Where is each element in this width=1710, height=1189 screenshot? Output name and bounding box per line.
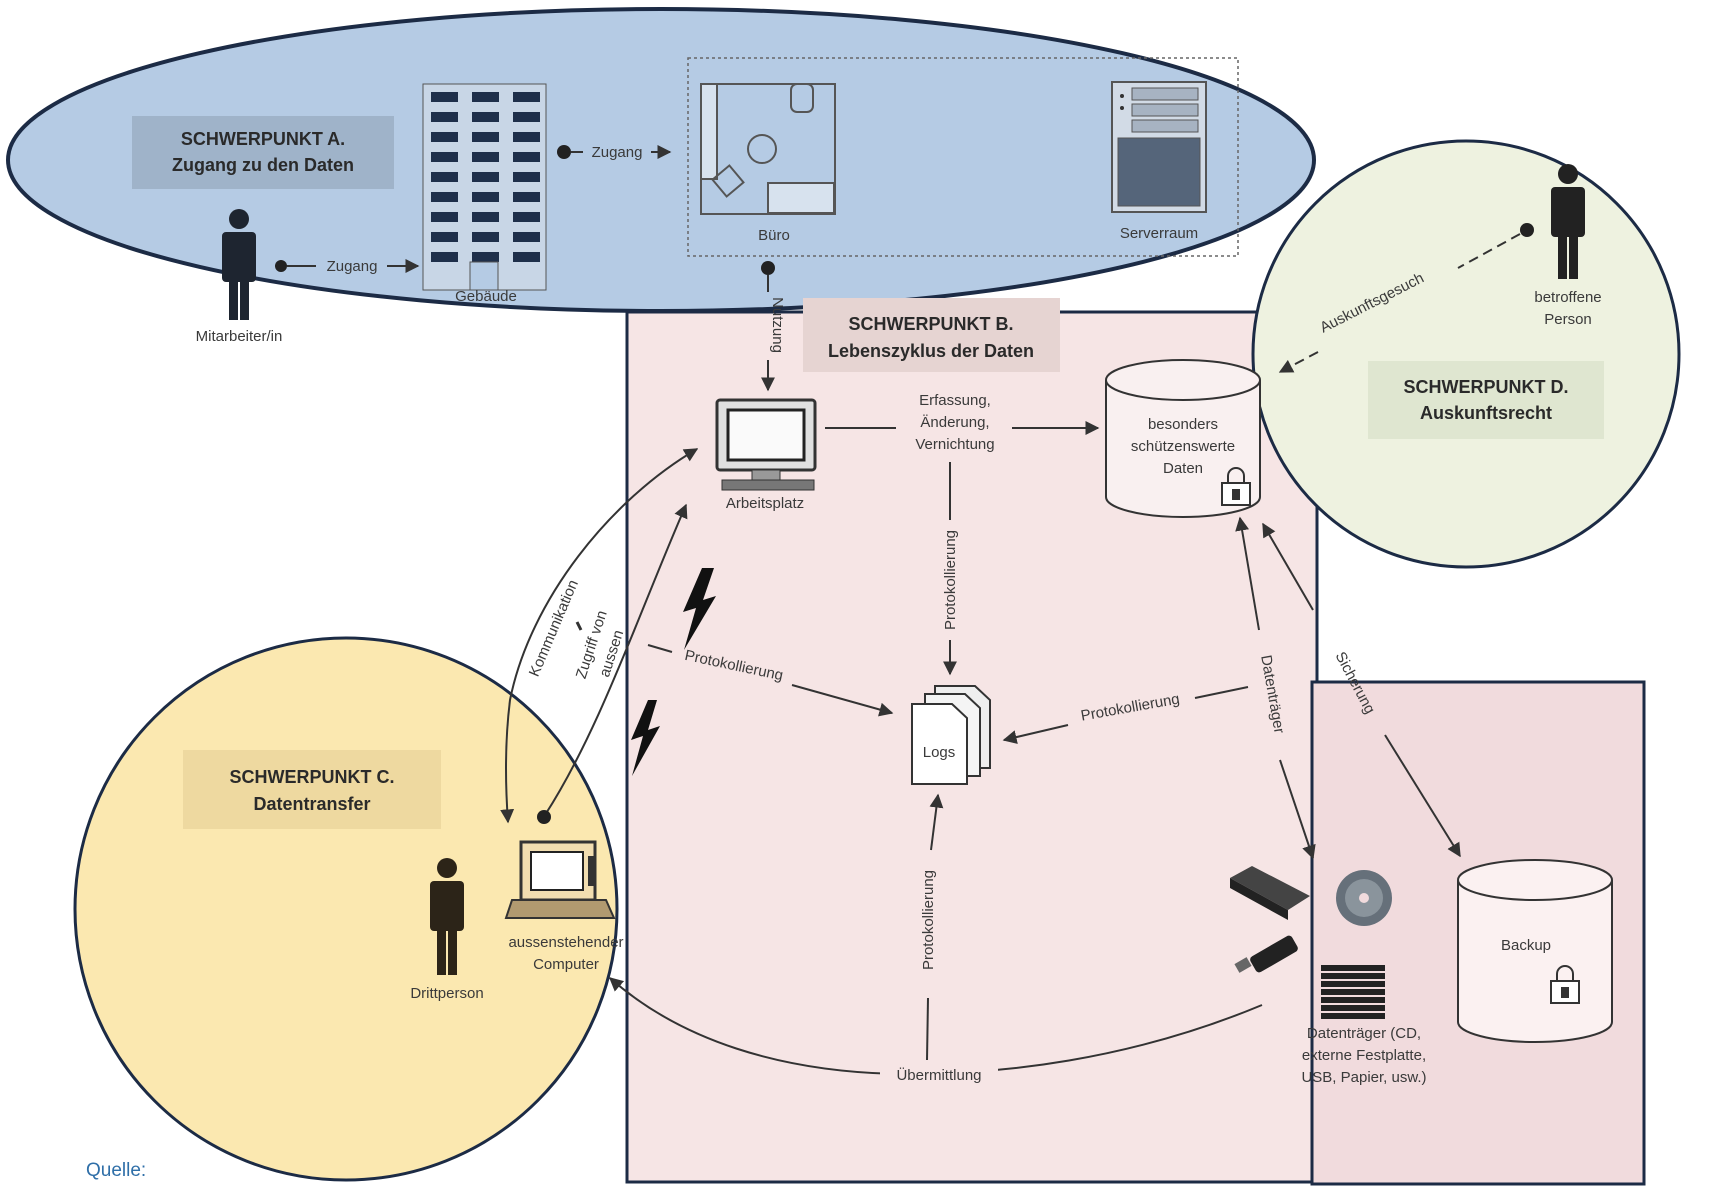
external-drive-icon <box>1230 866 1310 920</box>
sensitive-label-1: besonders <box>1148 416 1218 433</box>
transmission-label-bg <box>880 1063 998 1085</box>
cd-icon <box>1336 870 1392 926</box>
focus-d-line2: Auskunftsrecht <box>1420 403 1552 423</box>
capture-label-3: Vernichtung <box>915 436 994 453</box>
employee-person-icon <box>222 209 256 320</box>
source-label: Quelle: <box>86 1160 147 1181</box>
media-label-2: externe Festplatte, <box>1302 1047 1426 1064</box>
building-window <box>513 92 540 102</box>
focus-b-line1: SCHWERPUNKT B. <box>849 314 1014 334</box>
region-d-right-of-access <box>1251 139 1681 569</box>
backup-database-icon: Backup <box>1457 859 1613 1043</box>
building-window <box>431 232 458 242</box>
logging-label-vertical: Protokollierung <box>942 530 959 630</box>
transmission-label: Übermittlung <box>896 1066 981 1084</box>
logging-arrow-bottom: Protokollierung <box>920 793 944 1061</box>
focus-d-label: SCHWERPUNKT D. Auskunftsrecht <box>1368 361 1604 439</box>
usage-label: Nutzung <box>769 297 786 353</box>
building-window <box>472 252 499 262</box>
building-window <box>513 252 540 262</box>
capture-arrow: Erfassung, Änderung, Vernichtung <box>825 392 1100 453</box>
building-window <box>472 172 499 182</box>
office-server-frame <box>687 57 1239 257</box>
focus-a-line1: SCHWERPUNKT A. <box>181 129 345 149</box>
logging-label-bottom: Protokollierung <box>920 870 937 970</box>
access-label-2: Zugang <box>592 144 643 161</box>
building-window <box>472 212 499 222</box>
building-window <box>513 132 540 142</box>
building-window <box>472 92 499 102</box>
sensitive-label-2: schützenswerte <box>1131 438 1235 455</box>
access-arrow-building: Zugang <box>275 258 420 275</box>
building-icon <box>422 83 547 291</box>
building-window <box>431 192 458 202</box>
building-window <box>513 112 540 122</box>
building-window <box>431 112 458 122</box>
usb-stick-icon <box>1234 935 1298 973</box>
affected-person-icon <box>1551 164 1585 279</box>
focus-b-label: SCHWERPUNKT B. Lebenszyklus der Daten <box>803 298 1060 372</box>
usage-arrow: Nutzung <box>761 261 786 392</box>
focus-a-line2: Zugang zu den Daten <box>172 155 354 175</box>
access-arrow-office: Zugang <box>557 144 672 161</box>
focus-b-line2: Lebenszyklus der Daten <box>828 341 1034 361</box>
building-window <box>472 112 499 122</box>
affected-person-label-2: Person <box>1544 311 1592 328</box>
paper-stack-icon <box>1321 965 1385 1019</box>
server-room-label: Serverraum <box>1120 225 1198 242</box>
external-computer-label-1: aussenstehender <box>508 934 623 951</box>
building-window <box>431 172 458 182</box>
employee-label: Mitarbeiter/in <box>196 328 283 345</box>
logs-label: Logs <box>923 744 956 761</box>
building-window <box>513 212 540 222</box>
building-window <box>513 152 540 162</box>
capture-label-2: Änderung, <box>920 414 989 431</box>
backup-label: Backup <box>1501 937 1551 954</box>
building-window <box>513 172 540 182</box>
external-computer-label-2: Computer <box>533 956 599 973</box>
focus-d-line1: SCHWERPUNKT D. <box>1404 377 1569 397</box>
building-window <box>472 132 499 142</box>
logging-arrow-vertical: Protokollierung <box>942 462 959 676</box>
communication-arrow <box>500 448 699 824</box>
focus-a-label: SCHWERPUNKT A. Zugang zu den Daten <box>132 116 394 189</box>
media-label-1: Datenträger (CD, <box>1307 1025 1421 1042</box>
region-a-access <box>6 7 1316 313</box>
building-window <box>431 252 458 262</box>
interruption-mark <box>575 621 583 631</box>
building-window <box>513 232 540 242</box>
access-from-outside-dot <box>537 810 551 824</box>
sensitive-label-3: Daten <box>1163 460 1203 477</box>
office-floorplan-icon <box>700 83 836 215</box>
building-window <box>431 92 458 102</box>
office-label: Büro <box>758 227 790 244</box>
lock-icon <box>1221 467 1251 506</box>
capture-label-1: Erfassung, <box>919 392 991 409</box>
building-window <box>431 212 458 222</box>
focus-c-label: SCHWERPUNKT C. Datentransfer <box>183 750 441 829</box>
building-window <box>472 152 499 162</box>
workstation-monitor-icon <box>715 398 817 491</box>
media-label-3: USB, Papier, usw.) <box>1301 1069 1426 1086</box>
building-label: Gebäude <box>455 288 517 305</box>
building-window <box>431 152 458 162</box>
third-person-label: Drittperson <box>410 985 483 1002</box>
building-window <box>513 192 540 202</box>
workstation-label: Arbeitsplatz <box>726 495 804 512</box>
laptop-icon <box>504 840 616 919</box>
backup-lock-icon <box>1550 965 1580 1004</box>
logs-document-icon: Logs <box>911 685 991 785</box>
building-window <box>472 232 499 242</box>
building-window <box>472 192 499 202</box>
affected-person-label-1: betroffene <box>1534 289 1601 306</box>
focus-c-line1: SCHWERPUNKT C. <box>230 767 395 787</box>
server-rack-icon <box>1111 81 1207 213</box>
third-person-icon <box>430 858 464 975</box>
focus-c-line2: Datentransfer <box>253 794 370 814</box>
access-from-outside-arrow <box>544 503 688 816</box>
access-label-1: Zugang <box>327 258 378 275</box>
building-window <box>431 132 458 142</box>
